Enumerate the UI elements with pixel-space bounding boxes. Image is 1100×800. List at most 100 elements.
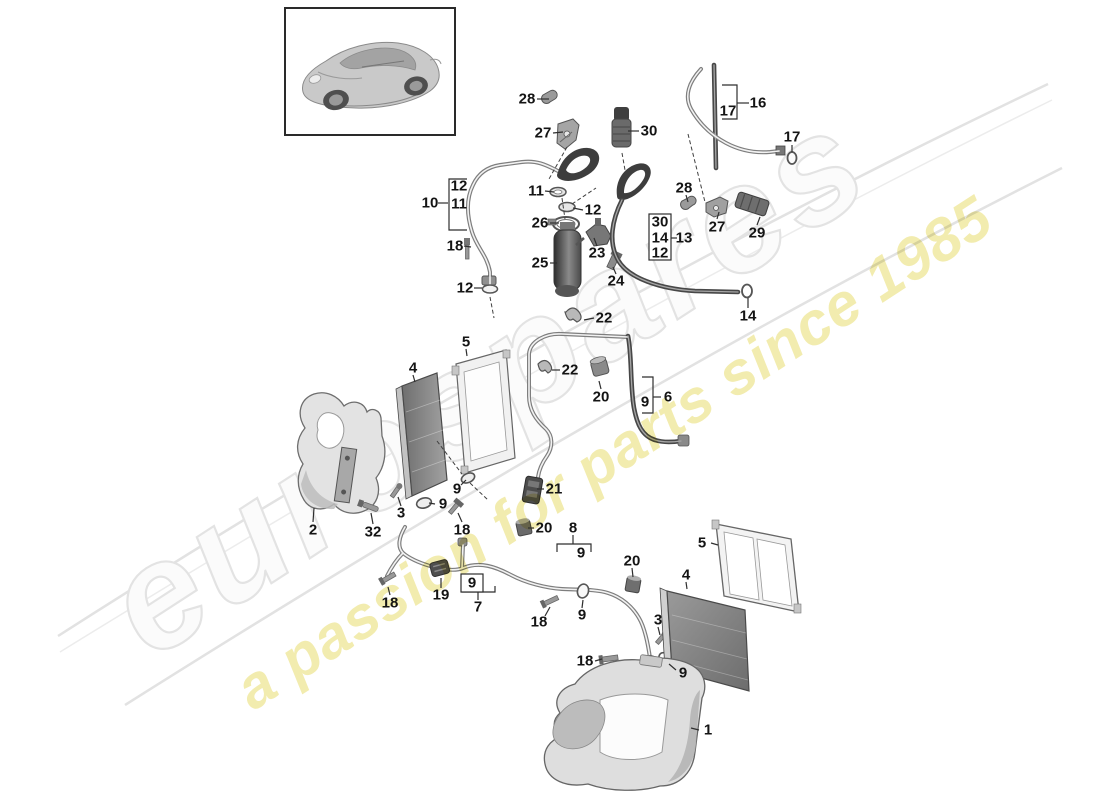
construction-line xyxy=(571,187,597,205)
construction-line xyxy=(489,296,495,319)
part-label: 22 xyxy=(596,310,613,327)
part-label: 16 xyxy=(750,95,767,112)
leader-line xyxy=(544,190,555,193)
label-box xyxy=(460,573,484,593)
leader-line xyxy=(756,216,761,226)
part-connector-21 xyxy=(521,475,544,505)
part-label: 12 xyxy=(585,202,602,219)
part-label: 7 xyxy=(474,599,482,616)
part-clip-28 xyxy=(541,89,558,104)
part-label: 26 xyxy=(532,215,549,232)
part-air-duct-1 xyxy=(543,654,706,791)
part-oring-14 xyxy=(741,283,753,299)
part-hose-end-fitting xyxy=(557,147,600,181)
part-label: 1 xyxy=(704,722,712,739)
part-label: 2 xyxy=(309,522,317,539)
part-grommet-20-left xyxy=(515,518,533,537)
leader-line xyxy=(657,626,661,636)
part-label: 21 xyxy=(546,481,563,498)
construction-line xyxy=(561,197,566,220)
leader-line xyxy=(457,512,463,523)
leader-line xyxy=(312,507,315,523)
part-label: 9 xyxy=(468,575,476,592)
leader-line xyxy=(594,658,603,662)
part-label: 23 xyxy=(589,245,606,262)
leader-line xyxy=(460,479,467,486)
leader-line xyxy=(397,496,402,507)
bracket-line xyxy=(642,376,654,414)
construction-line xyxy=(436,440,463,475)
part-label: 13 xyxy=(676,230,693,247)
part-label: 10 xyxy=(422,195,439,212)
leader-line xyxy=(387,586,391,596)
leader-line xyxy=(593,237,598,247)
part-label: 30 xyxy=(652,214,669,231)
part-label: 25 xyxy=(532,255,549,272)
part-label: 20 xyxy=(593,389,610,406)
leader-line xyxy=(370,512,374,525)
part-grommet-20-lower xyxy=(624,575,642,594)
part-hose-13 xyxy=(609,163,741,295)
part-label: 11 xyxy=(528,183,544,200)
part-label: 12 xyxy=(652,245,669,262)
part-label: 30 xyxy=(641,123,658,140)
part-bolt-18-top xyxy=(464,238,470,260)
part-bolt-18-d xyxy=(539,594,560,609)
part-label: 22 xyxy=(562,362,579,379)
part-connector-29 xyxy=(734,191,770,217)
part-label: 24 xyxy=(608,273,625,290)
part-label: 27 xyxy=(535,125,552,142)
leader-line xyxy=(572,207,584,211)
part-label: 9 xyxy=(439,496,447,513)
bracket-line xyxy=(722,84,738,120)
part-label: 8 xyxy=(569,520,577,537)
part-label: 9 xyxy=(679,665,687,682)
part-label: 6 xyxy=(664,389,672,406)
part-label: 14 xyxy=(652,230,669,247)
part-label: 3 xyxy=(397,505,405,522)
part-label: 28 xyxy=(676,180,693,197)
leader-line xyxy=(463,245,472,248)
leader-line xyxy=(710,542,719,546)
part-label: 18 xyxy=(382,595,399,612)
part-clamp-19 xyxy=(429,559,451,577)
part-label: 18 xyxy=(577,653,594,670)
part-label: 12 xyxy=(457,280,474,297)
part-label: 14 xyxy=(740,308,757,325)
part-label: 20 xyxy=(536,520,553,537)
leader-line xyxy=(428,502,436,505)
car-illustration xyxy=(301,41,442,111)
part-oring-9-b xyxy=(415,496,433,510)
leader-line xyxy=(412,374,416,383)
part-label: 18 xyxy=(447,238,464,255)
part-label: 9 xyxy=(641,394,649,411)
bracket-line xyxy=(448,178,467,231)
leader-line xyxy=(465,348,468,357)
leader-line xyxy=(716,211,720,220)
part-receiver-dryer-25 xyxy=(553,222,582,297)
leader-line xyxy=(612,266,617,275)
leader-line xyxy=(581,599,584,609)
part-label: 4 xyxy=(409,360,418,377)
part-label: 4 xyxy=(682,567,691,584)
part-label: 12 xyxy=(451,178,468,195)
part-bolt-18-left xyxy=(447,497,465,515)
part-sensor-30 xyxy=(611,107,632,148)
part-label: 17 xyxy=(720,103,737,120)
leader-line xyxy=(690,727,700,731)
part-frame-5-left xyxy=(451,349,516,475)
part-clip-28-right xyxy=(680,195,697,210)
leader-line xyxy=(631,567,634,578)
part-pipe-10 xyxy=(466,159,560,289)
construction-line xyxy=(621,152,626,171)
leader-line xyxy=(668,663,677,671)
label-box xyxy=(648,213,672,261)
part-condenser-4-left xyxy=(395,372,449,500)
part-grommet-20-upper xyxy=(589,356,610,377)
part-label: 5 xyxy=(462,334,470,351)
part-air-duct-2 xyxy=(296,392,386,514)
construction-line xyxy=(687,133,706,203)
